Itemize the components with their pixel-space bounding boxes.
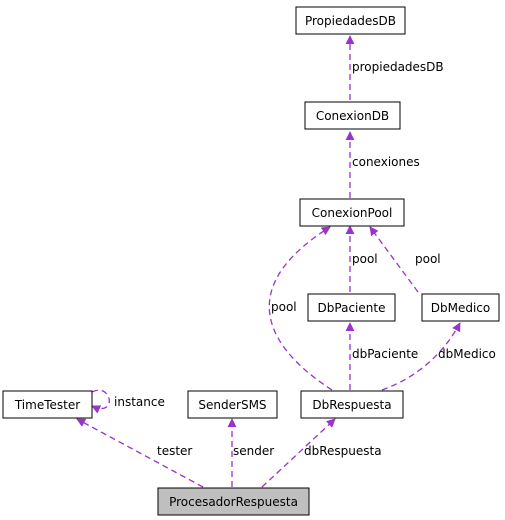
node-label-propiedadesdb: PropiedadesDB — [305, 14, 396, 28]
node-label-conexionpool: ConexionPool — [312, 206, 393, 220]
class-node-conexionpool[interactable]: ConexionPool — [299, 198, 405, 227]
edge-label-propiedadesdb: propiedadesDB — [352, 60, 444, 74]
node-label-dbmedico: DbMedico — [431, 301, 490, 315]
class-node-timetester[interactable]: TimeTester — [2, 390, 93, 419]
class-node-sendersms[interactable]: SenderSMS — [187, 390, 278, 419]
edge-label-conexiones: conexiones — [352, 155, 420, 169]
node-label-dbrespuesta: DbRespuesta — [312, 398, 391, 412]
edge-label-sender: sender — [233, 444, 274, 458]
edge-label-tester: tester — [157, 444, 192, 458]
class-node-procesadorrespuesta-focus[interactable]: ProcesadorRespuesta — [157, 487, 310, 516]
class-node-conexiondb[interactable]: ConexionDB — [304, 101, 401, 130]
node-label-sendersms: SenderSMS — [198, 398, 266, 412]
edge-tester — [76, 418, 204, 488]
class-node-dbmedico[interactable]: DbMedico — [421, 293, 500, 322]
edge-label-pool-dbmedico: pool — [415, 252, 441, 266]
edge-label-dbpaciente: dbPaciente — [352, 347, 418, 361]
edge-pool-dbmedico — [369, 226, 419, 293]
edge-instance — [91, 389, 110, 414]
edge-label-dbrespuesta: dbRespuesta — [304, 444, 382, 458]
class-node-dbrespuesta[interactable]: DbRespuesta — [300, 390, 404, 419]
edge-pool-dbrespuesta — [268, 226, 333, 391]
class-node-dbpaciente[interactable]: DbPaciente — [307, 293, 396, 322]
node-label-conexiondb: ConexionDB — [316, 109, 389, 123]
class-node-propiedadesdb[interactable]: PropiedadesDB — [295, 6, 406, 35]
edge-label-pool-dbpaciente: pool — [352, 252, 378, 266]
node-label-timetester: TimeTester — [14, 398, 80, 412]
edge-label-dbmedico: dbMedico — [438, 347, 496, 361]
edge-dbrespuesta — [261, 418, 336, 488]
edge-label-instance: instance — [114, 395, 165, 409]
edge-dbmedico — [381, 322, 461, 391]
node-label-procesadorrespuesta: ProcesadorRespuesta — [169, 495, 298, 509]
node-label-dbpaciente: DbPaciente — [318, 301, 386, 315]
edge-label-pool-dbrespuesta: pool — [271, 300, 297, 314]
